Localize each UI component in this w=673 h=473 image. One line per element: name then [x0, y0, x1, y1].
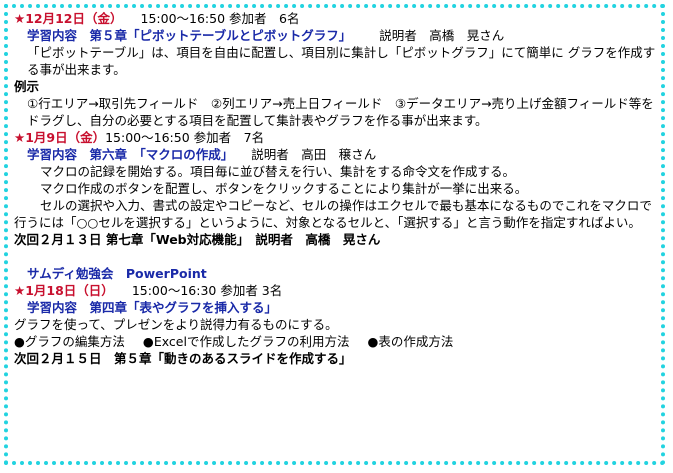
report-content: ★12月12日（金） 15:00～16:50 参加者 6名 学習内容 第５章「ピボ…: [14, 10, 660, 367]
bullet-item: ●Excelで作成したグラフの利用方法: [142, 334, 350, 349]
session-date: ★1月9日（金）: [14, 130, 106, 145]
session-header-3: ★1月18日（日） 15:00～16:30 参加者 3名: [14, 282, 660, 299]
session-info: 15:00～16:30 参加者 3名: [131, 283, 283, 298]
next-session: 次回２月１３日 第七章「Web対応機能」 説明者 高橋 晃さん: [14, 232, 381, 247]
dotted-border-frame: [4, 4, 665, 465]
topic-line-2: 学習内容 第六章 「マクロの作成」 説明者 高田 穣さん: [14, 146, 660, 163]
session-date: ★12月12日（金）: [14, 11, 123, 26]
paragraph: マクロの記録を開始する。項目毎に並び替えを行い、集計をする命令文を作成する。: [40, 164, 516, 179]
presenter: 説明者 高橋 晃さん: [379, 28, 505, 43]
session-info: 15:00～16:50 参加者 6名: [140, 11, 300, 26]
session-header-1: ★12月12日（金） 15:00～16:50 参加者 6名: [14, 10, 660, 27]
bullet-list: ●グラフの編集方法 ●Excelで作成したグラフの利用方法 ●表の作成方法: [14, 333, 660, 350]
description: グラフを使って、プレゼンをより説得力有るものにする。: [14, 317, 338, 332]
example-text: ①行エリア→取引先フィールド ②列エリア→売上日フィールド ③データエリア→売り…: [27, 96, 654, 128]
description: 「ピボットテーブル」は、項目を自由に配置し、項目別に集計し「ピボットグラフ」にて…: [27, 45, 656, 77]
topic-label: 学習内容 第六章 「マクロの作成」: [27, 147, 234, 162]
group-title: サムディ勉強会 PowerPoint: [27, 266, 207, 281]
next-session: 次回２月１５日 第５章「動きのあるスライドを作成する」: [14, 351, 352, 366]
bullet-item: ●表の作成方法: [367, 334, 454, 349]
session-header-2: ★1月9日（金）15:00～16:50 参加者 7名: [14, 129, 660, 146]
topic-label: 学習内容 第四章「表やグラフを挿入する」: [27, 300, 278, 315]
presenter: 説明者 高田 穣さん: [251, 147, 377, 162]
session-date: ★1月18日（日）: [14, 283, 114, 298]
example-heading: 例示: [14, 79, 40, 94]
paragraph: マクロ作成のボタンを配置し、ボタンをクリックすることにより集計が一挙に出来る。: [40, 181, 528, 196]
session-info: 15:00～16:50 参加者 7名: [105, 130, 265, 145]
topic-line-1: 学習内容 第５章「ピボットテーブルとピボットグラフ」 説明者 高橋 晃さん: [14, 27, 660, 44]
bullet-item: ●グラフの編集方法: [14, 334, 125, 349]
paragraph: セルの選択や入力、書式の設定やコピーなど、セルの操作はエクセルで最も基本になるも…: [14, 198, 652, 230]
topic-label: 学習内容 第５章「ピボットテーブルとピボットグラフ」: [27, 28, 352, 43]
